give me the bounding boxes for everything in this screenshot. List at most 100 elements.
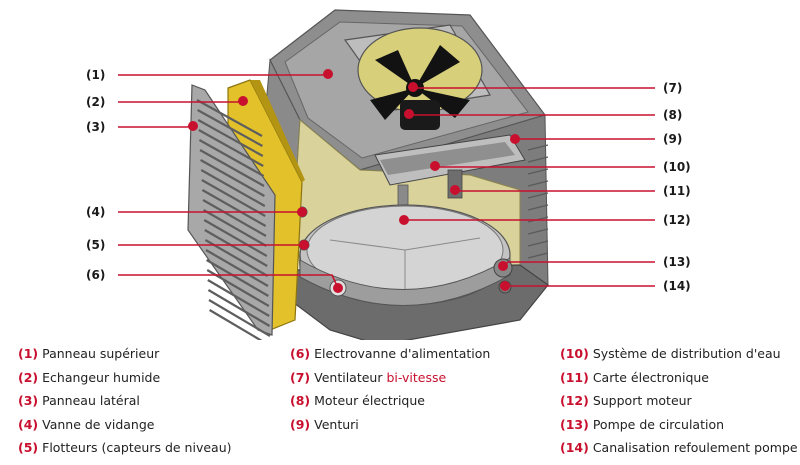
legend-number: (13) (560, 416, 589, 432)
leader-dot-7 (408, 82, 418, 92)
legend-number: (10) (560, 346, 589, 361)
legend-item: (12)Support moteur (560, 389, 798, 413)
leader-dot-13 (498, 261, 508, 271)
legend-item: (13)Pompe de circulation (560, 413, 798, 437)
legend-item: (5)Flotteurs (capteurs de niveau) (18, 436, 232, 460)
callout-6: (6) (86, 268, 105, 282)
leader-dot-12 (399, 215, 409, 225)
callout-13: (13) (663, 255, 691, 269)
legend-item: (2)Echangeur humide (18, 366, 232, 390)
louver (204, 229, 268, 267)
legend-number: (11) (560, 369, 589, 385)
callout-14: (14) (663, 279, 691, 293)
legend-item: (10)Système de distribution d'eau (560, 342, 798, 366)
legend-item: (8)Moteur électrique (290, 389, 490, 413)
legend-label: Venturi (314, 416, 359, 432)
louver (197, 109, 263, 147)
fan (370, 45, 470, 120)
louver (206, 259, 269, 297)
louver (200, 159, 265, 197)
leader-dot-3 (188, 121, 198, 131)
legend-label: Panneau supérieur (42, 346, 160, 361)
legend-column-1: (1)Panneau supérieur(2)Echangeur humide(… (18, 342, 232, 460)
leader-dot-6 (333, 283, 343, 293)
legend-item: (4)Vanne de vidange (18, 413, 232, 437)
side-panel (187, 84, 276, 340)
legend-label: Système de distribution d'eau (592, 346, 781, 361)
louver (202, 199, 267, 237)
legend-number: (3) (18, 393, 39, 408)
legend-label-accent: bi-vitesse (386, 369, 447, 385)
callout-8: (8) (663, 108, 682, 122)
legend-number: (8) (290, 393, 311, 408)
louver (200, 169, 266, 207)
leader-dot-5 (299, 240, 309, 250)
legend-number: (9) (290, 416, 311, 432)
louver (207, 289, 271, 327)
callout-5: (5) (86, 238, 105, 252)
louver (207, 279, 270, 317)
legend-label: Vanne de vidange (42, 416, 155, 432)
louver (203, 219, 268, 257)
legend-number: (12) (560, 393, 589, 408)
louver (203, 209, 267, 247)
louver (198, 139, 265, 177)
legend-number: (4) (18, 416, 39, 432)
legend-label: Panneau latéral (42, 393, 140, 408)
legend-column-2: (6)Electrovanne d'alimentation(7)Ventila… (290, 342, 490, 436)
louver (201, 179, 266, 217)
leader-line-3 (118, 125, 194, 128)
legend-number: (2) (18, 369, 39, 385)
callout-2: (2) (86, 95, 105, 109)
louver (196, 99, 263, 137)
louver (198, 129, 264, 167)
legend-label: Flotteurs (capteurs de niveau) (42, 440, 232, 455)
legend-label: Moteur électrique (314, 393, 425, 408)
legend-number: (5) (18, 440, 39, 455)
legend-number: (6) (290, 346, 311, 361)
legend-number: (1) (18, 346, 39, 361)
callout-3: (3) (86, 120, 105, 134)
callout-1: (1) (86, 68, 105, 82)
louver (205, 249, 269, 287)
leader-dot-2 (238, 96, 248, 106)
louver (204, 239, 269, 277)
leader-dot-9 (510, 134, 520, 144)
legend-label: Pompe de circulation (592, 416, 725, 432)
water-tank (299, 204, 511, 306)
legend-label: Electrovanne d'alimentation (314, 346, 491, 361)
legend-item: (14)Canalisation refoulement pompe (560, 436, 798, 460)
leader-dot-11 (450, 185, 460, 195)
legend-label: Echangeur humide (42, 369, 161, 385)
legend-number: (14) (560, 440, 589, 455)
legend-item: (7)Ventilateur bi-vitesse (290, 366, 490, 390)
louver (199, 149, 265, 187)
leader-dot-8 (404, 109, 414, 119)
legend-number: (7) (290, 369, 311, 385)
leader-dot-10 (430, 161, 440, 171)
leader-dot-4 (297, 207, 307, 217)
legend-item: (6)Electrovanne d'alimentation (290, 342, 490, 366)
legend-item: (1)Panneau supérieur (18, 342, 232, 366)
legend-label: Canalisation refoulement pompe (592, 440, 798, 455)
cooler-diagram: (1)(2)(3)(4)(5)(6)(7)(8)(9)(10)(11)(12)(… (86, 9, 691, 340)
legend-item: (9)Venturi (290, 413, 490, 437)
callout-9: (9) (663, 132, 682, 146)
louver (209, 309, 263, 340)
louver (206, 269, 270, 307)
leader-dot-1 (323, 69, 333, 79)
legend-item: (11)Carte électronique (560, 366, 798, 390)
legend-label: Ventilateur (314, 369, 387, 385)
leader-line-2 (118, 100, 244, 103)
louver (197, 119, 264, 157)
legend-item: (3)Panneau latéral (18, 389, 232, 413)
callout-11: (11) (663, 184, 691, 198)
legend-label: Support moteur (592, 393, 692, 408)
louver (201, 189, 267, 227)
leader-dot-14 (500, 281, 510, 291)
callout-12: (12) (663, 213, 691, 227)
legend-column-3: (10)Système de distribution d'eau(11)Car… (560, 342, 798, 460)
legend-label: Carte électronique (592, 369, 710, 385)
callout-7: (7) (663, 81, 682, 95)
louver (208, 299, 271, 337)
